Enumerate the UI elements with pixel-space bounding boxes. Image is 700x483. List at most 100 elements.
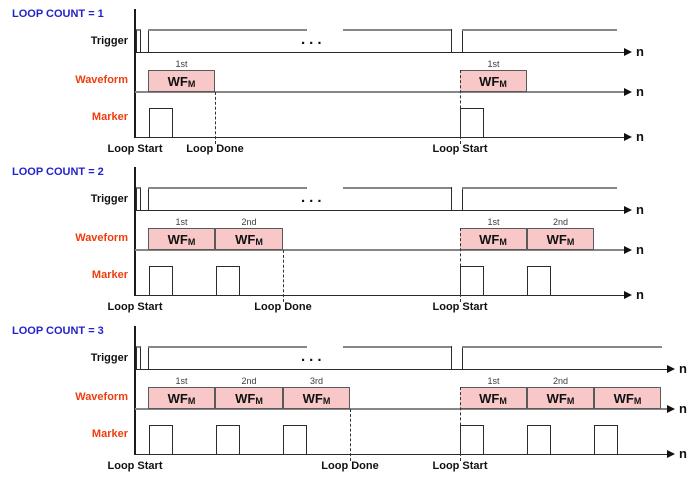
axis-arrow-icon [624, 246, 632, 254]
wf-subscript: M [187, 395, 196, 406]
wf-text: WF [479, 390, 500, 406]
axis-spine [134, 326, 136, 455]
marker-label: Marker [91, 428, 128, 440]
wf-subscript: M [499, 78, 507, 89]
loop-start-label: Loop Start [107, 143, 163, 155]
marker-pulse [216, 425, 240, 454]
waveform-label: Waveform [75, 74, 128, 86]
wf-subscript: M [566, 236, 575, 247]
marker-pulse [149, 425, 173, 454]
loop-done-dashed-line [350, 409, 351, 461]
axis-arrow-icon [667, 365, 675, 373]
waveform-ordinal: 1st [175, 217, 188, 227]
trigger-falling-edge [451, 346, 452, 369]
waveform-ordinal: 1st [487, 59, 500, 69]
wf-text: WF [546, 390, 567, 406]
loop-done-label: Loop Done [321, 460, 379, 472]
marker-time-axis [135, 295, 624, 296]
trigger-label: Trigger [90, 35, 128, 47]
trigger-high-line [343, 346, 451, 348]
trigger-start-pulse [136, 187, 141, 210]
loop-start-label: Loop Start [432, 143, 488, 155]
axis-arrow-icon [667, 450, 675, 458]
marker-pulse [216, 266, 240, 295]
trigger-rising-edge [462, 187, 463, 210]
wf-subscript: M [499, 395, 507, 406]
loop-done-label: Loop Done [186, 143, 244, 155]
section-title: LOOP COUNT = 2 [12, 166, 104, 178]
axis-n-label: n [636, 84, 644, 99]
wf-subscript: M [633, 395, 642, 406]
trigger-high-line [148, 346, 307, 348]
wf-text: WF [235, 231, 256, 247]
waveform-time-axis [135, 249, 624, 251]
waveform-ordinal: 2nd [552, 217, 569, 227]
section-loop-count-3: LOOP COUNT = 3 Trigger ... n Waveform n … [0, 325, 700, 479]
trigger-time-axis [135, 52, 624, 53]
ellipsis-dots: ... [301, 189, 326, 206]
section-title: LOOP COUNT = 3 [12, 325, 104, 337]
loop-start-dashed-line [460, 228, 461, 302]
waveform-label: Waveform [75, 391, 128, 403]
trigger-rising-edge [462, 346, 463, 369]
axis-spine [134, 167, 136, 296]
marker-pulse [149, 266, 173, 295]
waveform-ordinal: 3rd [309, 376, 323, 386]
ellipsis-dots: ... [301, 31, 326, 48]
marker-time-axis [135, 137, 624, 138]
waveform-label: Waveform [75, 232, 128, 244]
axis-n-label: n [679, 361, 687, 376]
loop-start-label: Loop Start [432, 460, 488, 472]
trigger-high-line [462, 187, 617, 189]
marker-label: Marker [91, 111, 128, 123]
axis-arrow-icon [667, 405, 675, 413]
trigger-time-axis [135, 369, 667, 370]
wf-text: WF [167, 73, 188, 89]
trigger-label: Trigger [90, 193, 128, 205]
trigger-high-line [148, 187, 307, 189]
marker-pulse [460, 108, 484, 137]
marker-pulse [527, 266, 551, 295]
axis-n-label: n [679, 446, 687, 461]
loop-done-dashed-line [283, 250, 284, 302]
trigger-high-line [462, 29, 617, 31]
trigger-time-axis [135, 210, 624, 211]
waveform-time-axis [135, 91, 624, 93]
section-title: LOOP COUNT = 1 [12, 8, 104, 20]
wf-subscript: M [566, 395, 575, 406]
marker-time-axis [135, 454, 667, 455]
wf-subscript: M [322, 395, 331, 406]
axis-spine [134, 9, 136, 138]
axis-n-label: n [636, 129, 644, 144]
marker-pulse [460, 266, 484, 295]
marker-label: Marker [91, 269, 128, 281]
trigger-start-pulse [136, 346, 141, 369]
ellipsis-dots: ... [301, 348, 326, 365]
marker-pulse [283, 425, 307, 454]
wf-text: WF [167, 231, 188, 247]
axis-n-label: n [679, 401, 687, 416]
wf-text: WF [546, 231, 567, 247]
section-loop-count-1: LOOP COUNT = 1 Trigger ... n Waveform n … [0, 8, 700, 162]
wf-text: WF [479, 231, 500, 247]
marker-pulse [460, 425, 484, 454]
wf-text: WF [235, 390, 256, 406]
loop-start-label: Loop Start [432, 301, 488, 313]
axis-arrow-icon [624, 88, 632, 96]
loop-start-label: Loop Start [107, 301, 163, 313]
loop-start-dashed-line [460, 387, 461, 461]
wf-subscript: M [255, 395, 263, 406]
loop-start-label: Loop Start [107, 460, 163, 472]
trigger-label: Trigger [90, 352, 128, 364]
axis-n-label: n [636, 202, 644, 217]
axis-arrow-icon [624, 206, 632, 214]
